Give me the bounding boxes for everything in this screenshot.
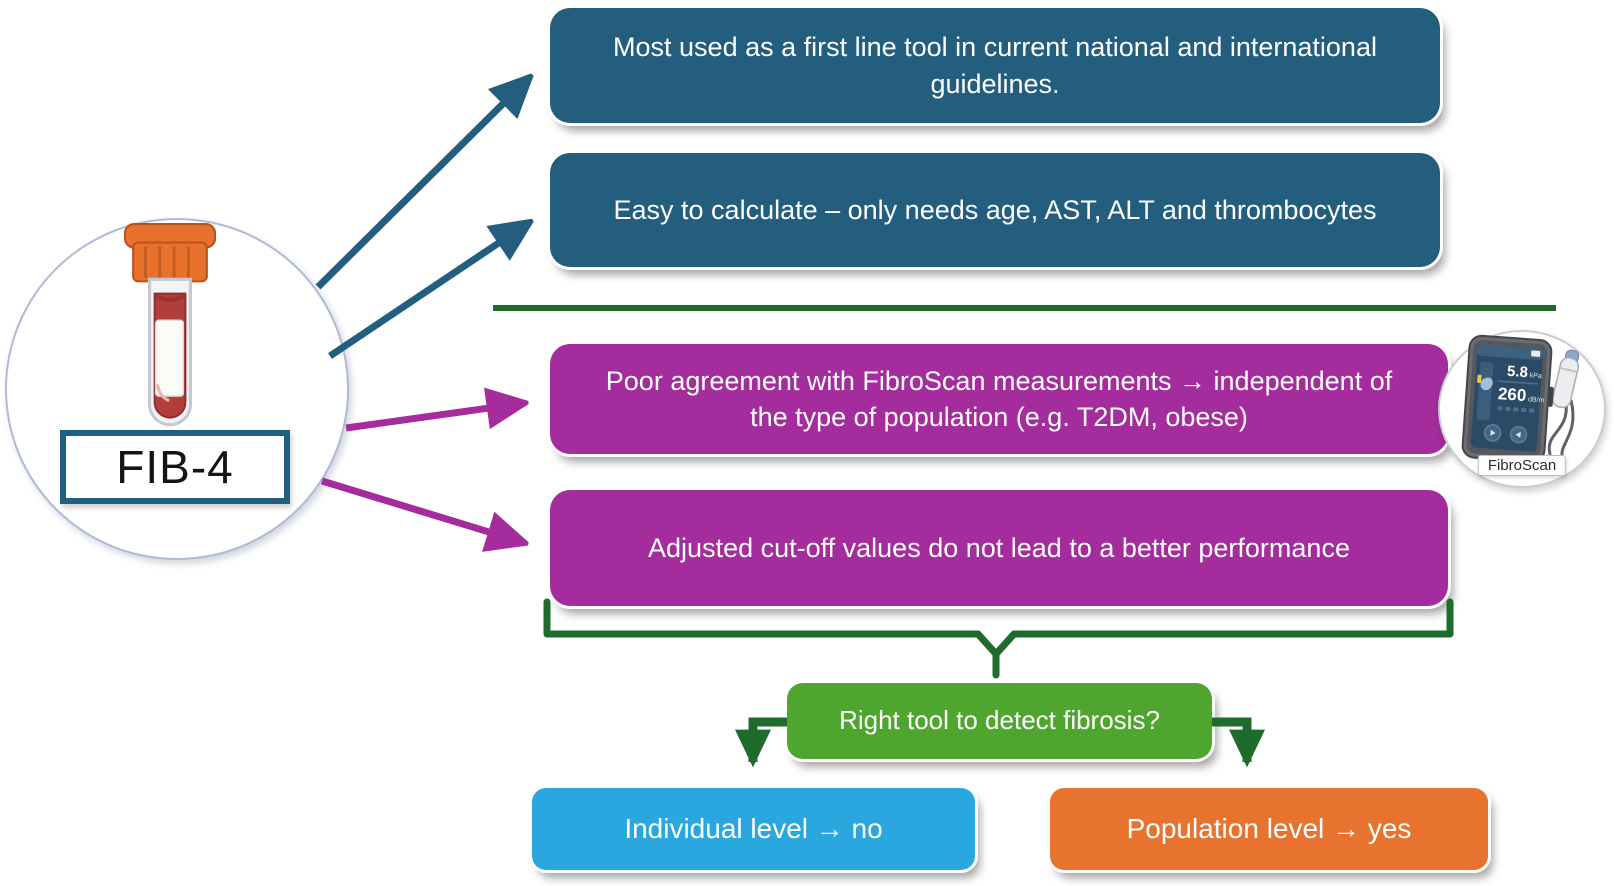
fibroscan-stiffness-unit: kPa: [1529, 372, 1542, 380]
outcome-individual-text: Individual level → no: [624, 813, 883, 845]
con-box-fibroscan-agreement-text: Poor agreement with FibroScan measuremen…: [605, 365, 1393, 432]
outcome-population-box: Population level → yes: [1050, 788, 1488, 870]
summary-bracket: [543, 598, 1454, 658]
con-box-cutoff-values-text: Adjusted cut-off values do not lead to a…: [648, 532, 1350, 563]
fibroscan-device-icon: 5.8 kPa 260 dB/m: [1461, 334, 1580, 463]
arrow-to-pro-1: [315, 77, 530, 290]
fibroscan-cap-unit: dB/m: [1528, 396, 1545, 404]
arrow-to-con-1: [345, 403, 525, 432]
question-text: Right tool to detect fibrosis?: [839, 705, 1160, 736]
arrow-to-population: [1212, 717, 1265, 768]
arrow-to-con-2: [320, 477, 525, 543]
blood-tube-icon: [123, 223, 217, 427]
con-box-fibroscan-agreement: Poor agreement with FibroScan measuremen…: [550, 344, 1448, 454]
fibroscan-circle: 5.8 kPa 260 dB/m FibroScan: [1438, 330, 1606, 488]
pro-box-guidelines-text: Most used as a first line tool in curren…: [613, 32, 1377, 99]
pro-box-easy-calculate: Easy to calculate – only needs age, AST,…: [550, 153, 1440, 267]
pro-box-guidelines: Most used as a first line tool in curren…: [550, 8, 1440, 123]
pro-box-easy-calculate-text: Easy to calculate – only needs age, AST,…: [613, 194, 1377, 225]
fib4-label-box: FIB-4: [60, 430, 290, 504]
con-box-cutoff-values: Adjusted cut-off values do not lead to a…: [550, 490, 1448, 606]
outcome-population-text: Population level → yes: [1126, 813, 1412, 845]
fibroscan-label: FibroScan: [1477, 455, 1567, 476]
arrow-to-individual: [735, 717, 787, 768]
fibroscan-stiffness-value: 5.8: [1506, 363, 1528, 381]
fibroscan-cap-value: 260: [1497, 384, 1527, 405]
arrow-to-pro-2: [328, 222, 530, 359]
fib4-label: FIB-4: [116, 441, 234, 493]
question-box: Right tool to detect fibrosis?: [787, 683, 1212, 759]
outcome-individual-box: Individual level → no: [532, 788, 975, 870]
